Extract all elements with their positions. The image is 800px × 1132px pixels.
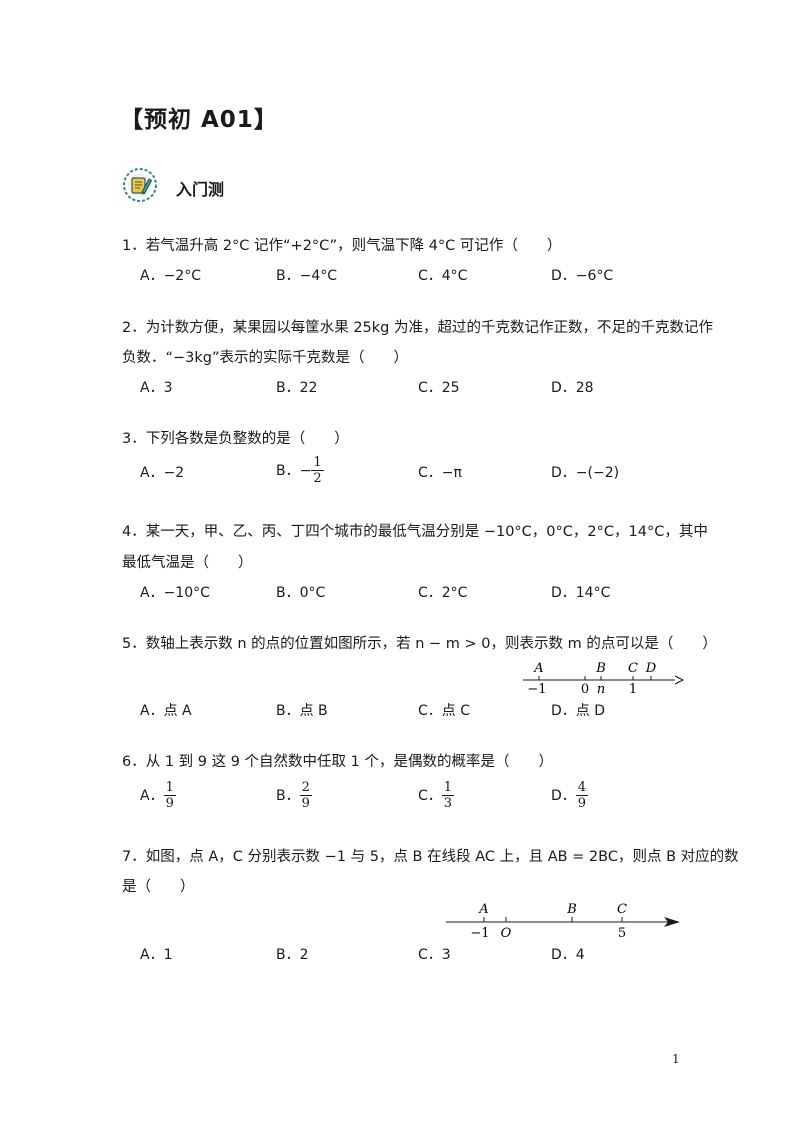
question-3-option-c: C．−π <box>418 465 462 481</box>
question-3-stem: 3．下列各数是负整数的是（ ） <box>122 431 349 447</box>
question-4-stem: 4．某一天，甲、乙、丙、丁四个城市的最低气温分别是 −10°C，0°C，2°C，… <box>122 524 708 540</box>
tick-label-five: 5 <box>618 926 626 941</box>
tick-label-zero: 0 <box>581 682 589 696</box>
question-5-option-a: A．点 A <box>140 703 192 719</box>
question-7-stem-line2: 是（ ） <box>122 879 195 895</box>
page-number: 1 <box>672 1052 680 1066</box>
question-3-option-b-fraction: 1 2 <box>311 455 324 486</box>
question-6-option-a: A． 1 9 <box>140 780 176 811</box>
option-label: C． <box>418 787 442 804</box>
question-4-option-d: D．14°C <box>551 585 611 601</box>
tick-label-n: n <box>597 682 605 696</box>
question-6-stem: 6．从 1 到 9 这 9 个自然数中任取 1 个，是偶数的概率是（ ） <box>122 754 553 770</box>
question-1-option-c: C．4°C <box>418 268 468 284</box>
question-5-stem: 5．数轴上表示数 n 的点的位置如图所示，若 n − m > 0，则表示数 m … <box>122 636 717 652</box>
fraction-denominator: 9 <box>577 796 587 811</box>
axis-arrow <box>664 917 680 927</box>
option-fraction: 4 9 <box>575 780 589 811</box>
option-fraction: 2 9 <box>299 780 312 811</box>
option-fraction: 1 3 <box>441 780 455 811</box>
question-1-option-b: B．−4°C <box>276 268 338 284</box>
question-5-number-line: A B C D −1 0 n 1 <box>523 661 685 696</box>
point-label-c: C <box>617 902 627 917</box>
option-fraction: 1 9 <box>163 780 176 811</box>
question-2-option-b: B．22 <box>276 380 318 396</box>
question-7-option-a: A．1 <box>140 947 173 963</box>
tick-label-minus-one: −1 <box>470 926 489 941</box>
question-7-number-line: A B C −1 O 5 <box>446 902 680 941</box>
question-2-stem-line2: 负数．“−3kg”表示的实际千克数是（ ） <box>122 350 408 366</box>
point-label-a: A <box>533 661 543 676</box>
question-2-option-d: D．28 <box>551 380 594 396</box>
question-2-option-c: C．25 <box>418 380 460 396</box>
option-label: B． <box>276 787 300 804</box>
question-4-option-c: C．2°C <box>418 585 468 601</box>
question-2-option-a: A．3 <box>140 380 173 396</box>
question-6-option-b: B． 2 9 <box>276 780 312 811</box>
question-4-option-a: A．−10°C <box>140 585 210 601</box>
fraction-numerator: 4 <box>575 780 589 796</box>
question-4-option-b: B．0°C <box>276 585 326 601</box>
fraction-numerator: 1 <box>311 455 324 471</box>
question-1-option-a: A．−2°C <box>140 268 201 284</box>
fraction-denominator: 9 <box>301 796 310 811</box>
question-7-option-b: B．2 <box>276 947 309 963</box>
option-label: A． <box>140 787 164 804</box>
question-6-option-c: C． 1 3 <box>418 780 455 811</box>
question-5-option-d: D．点 D <box>551 703 606 719</box>
fraction-numerator: 1 <box>163 780 176 796</box>
section-title: 入门测 <box>176 180 225 199</box>
question-5-option-c: C．点 C <box>418 703 471 719</box>
fraction-denominator: 9 <box>165 796 174 811</box>
option-label: D． <box>551 787 576 804</box>
page-title: 【预初 A01】 <box>120 107 278 133</box>
tick-label-minus-one: −1 <box>527 682 546 696</box>
point-label-b: B <box>566 902 577 917</box>
question-3-option-b: B．− 1 2 <box>276 455 324 486</box>
question-6-option-d: D． 4 9 <box>551 780 589 811</box>
question-5-option-b: B．点 B <box>276 703 328 719</box>
question-2-stem: 2．为计数方便，某果园以每筐水果 25kg 为准，超过的千克数记作正数，不足的千… <box>122 320 713 336</box>
question-4-stem-line2: 最低气温是（ ） <box>122 555 253 571</box>
fraction-denominator: 3 <box>443 796 453 811</box>
question-3-option-d: D．−(−2) <box>551 465 620 481</box>
question-7-option-c: C．3 <box>418 947 451 963</box>
fraction-numerator: 2 <box>299 780 312 796</box>
question-1-stem: 1．若气温升高 2°C 记作“+2°C”，则气温下降 4°C 可记作（ ） <box>122 238 562 254</box>
fraction-denominator: 2 <box>313 471 322 486</box>
question-3-option-b-label: B．− <box>276 462 312 479</box>
point-label-a: A <box>478 902 488 917</box>
point-label-b: B <box>595 661 606 676</box>
question-7-stem: 7．如图，点 A，C 分别表示数 −1 与 5，点 B 在线段 AC 上，且 A… <box>122 849 739 865</box>
axis-arrow <box>674 675 685 685</box>
tick-label-one: 1 <box>629 682 637 696</box>
point-label-c: C <box>628 661 638 676</box>
point-label-d: D <box>645 661 657 676</box>
tick-label-origin: O <box>501 926 512 941</box>
question-3-option-a: A．−2 <box>140 465 185 481</box>
question-7-option-d: D．4 <box>551 947 585 963</box>
pencil-notebook-icon <box>123 168 157 202</box>
question-1-option-d: D．−6°C <box>551 268 614 284</box>
fraction-numerator: 1 <box>441 780 455 796</box>
